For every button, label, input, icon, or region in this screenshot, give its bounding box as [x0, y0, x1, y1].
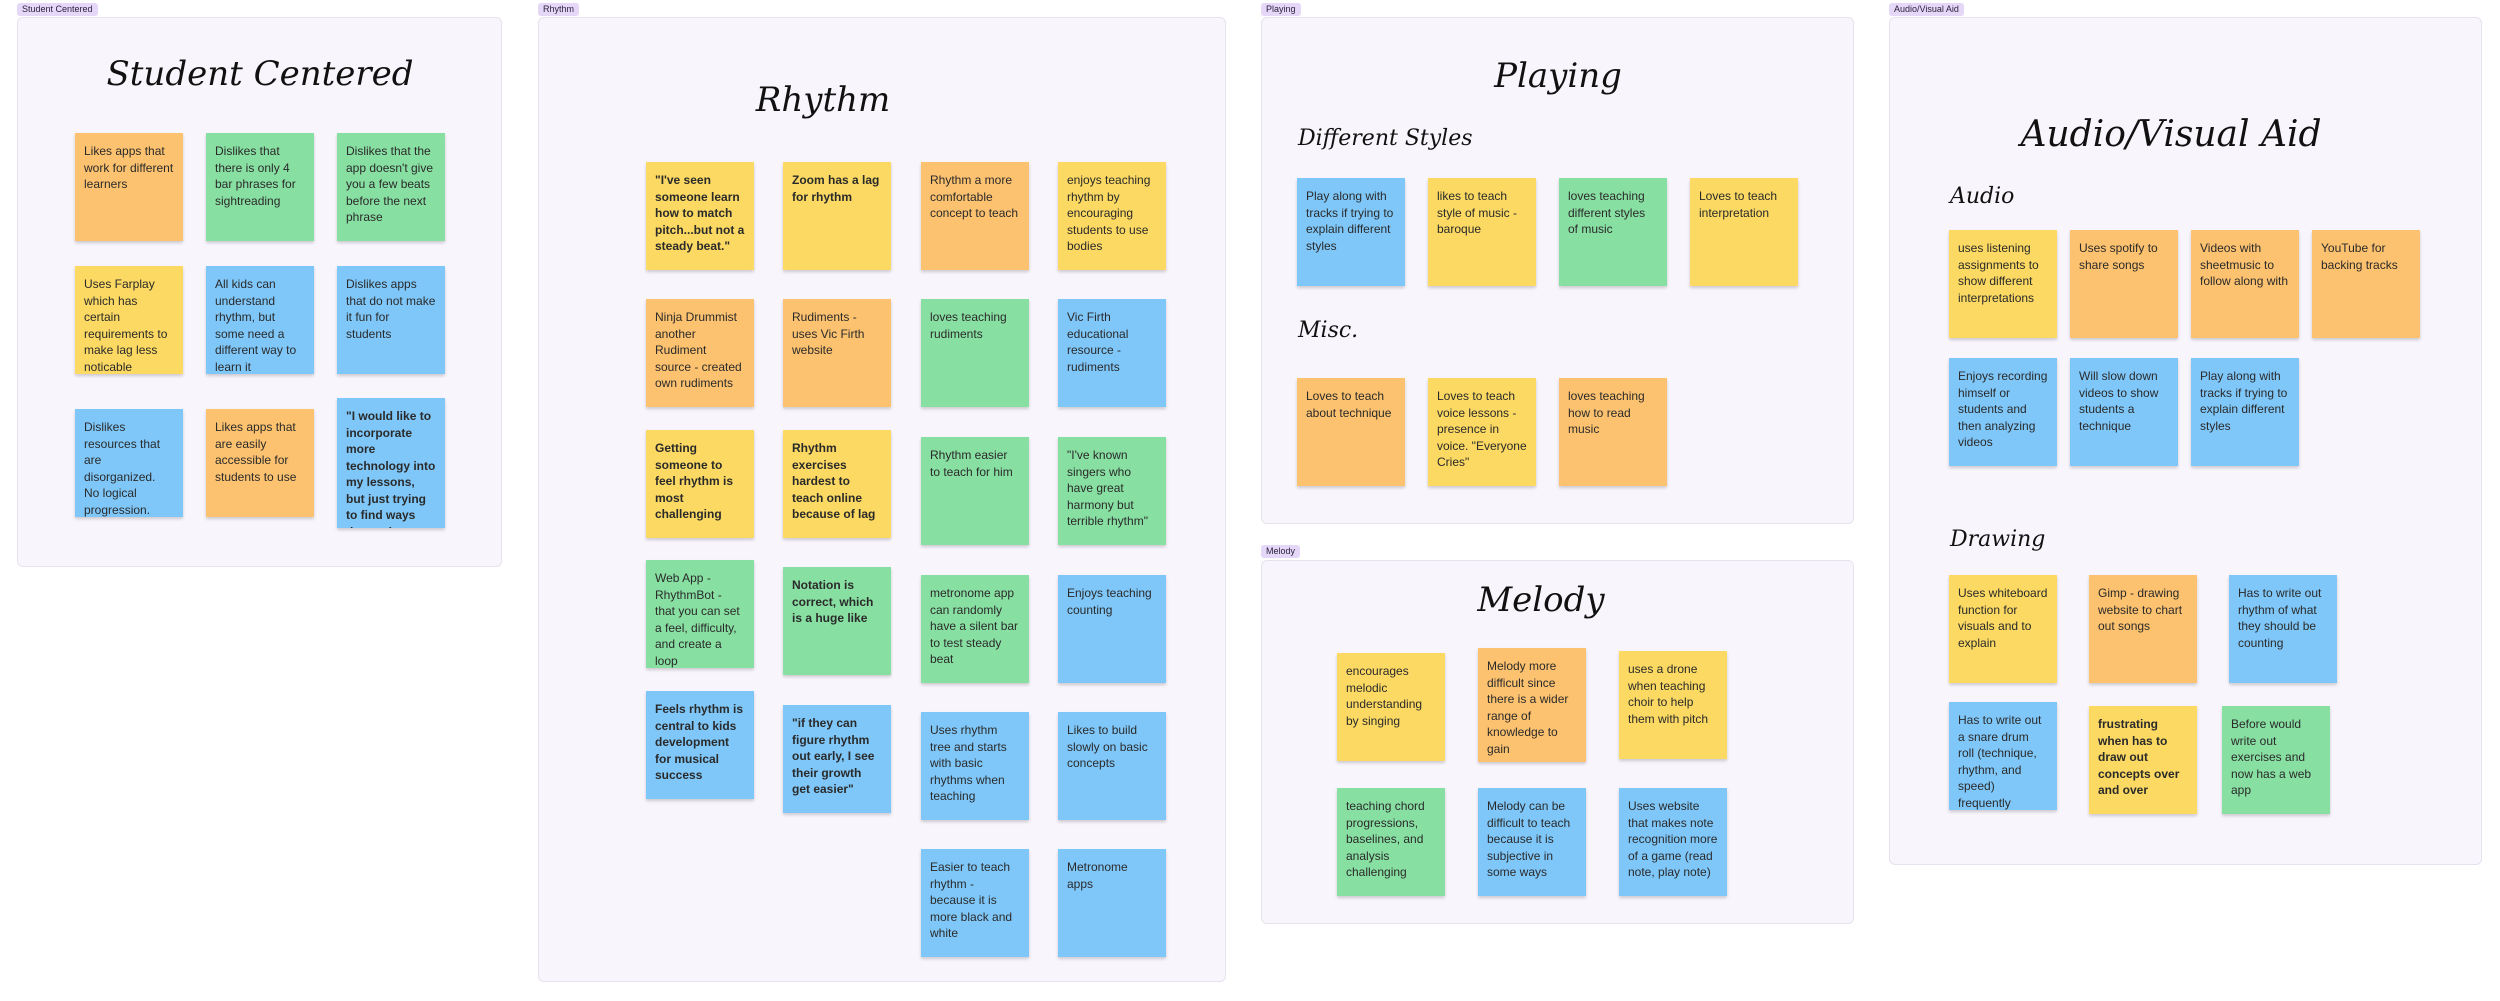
different-styles-label: Different Styles — [1298, 126, 1473, 151]
sticky-note[interactable]: Likes to build slowly on basic concepts — [1058, 712, 1166, 820]
sticky-note[interactable]: Web App - RhythmBot - that you can set a… — [646, 560, 754, 668]
frame-tag-playing[interactable]: Playing — [1261, 3, 1301, 16]
frame-tag-melody[interactable]: Melody — [1261, 545, 1301, 558]
sticky-note[interactable]: All kids can understand rhythm, but some… — [206, 266, 314, 374]
sticky-note[interactable]: Rhythm exercises hardest to teach online… — [783, 430, 891, 538]
drawing-label: Drawing — [1950, 527, 2046, 552]
sticky-note[interactable]: teaching chord progressions, baselines, … — [1337, 788, 1445, 896]
sticky-note[interactable]: Notation is correct, which is a huge lik… — [783, 567, 891, 675]
sticky-note[interactable]: Rhythm a more comfortable concept to tea… — [921, 162, 1029, 270]
sticky-note[interactable]: Before would write out exercises and now… — [2222, 706, 2330, 814]
sticky-note[interactable]: Dislikes that the app doesn't give you a… — [337, 133, 445, 241]
sticky-note[interactable]: loves teaching rudiments — [921, 299, 1029, 407]
frame-tag-audio-visual[interactable]: Audio/Visual Aid — [1889, 3, 1964, 16]
sticky-note[interactable]: metronome app can randomly have a silent… — [921, 575, 1029, 683]
sticky-note[interactable]: Melody more difficult since there is a w… — [1478, 648, 1586, 762]
sticky-note[interactable]: Vic Firth educational resource - rudimen… — [1058, 299, 1166, 407]
sticky-note[interactable]: loves teaching different styles of music — [1559, 178, 1667, 286]
sticky-note[interactable]: encourages melodic understanding by sing… — [1337, 653, 1445, 761]
audio-label: Audio — [1950, 184, 2015, 209]
sticky-note[interactable]: Dislikes resources that are disorganized… — [75, 409, 183, 517]
sticky-note[interactable]: Uses whiteboard function for visuals and… — [1949, 575, 2057, 683]
sticky-note[interactable]: uses listening assignments to show diffe… — [1949, 230, 2057, 338]
sticky-note[interactable]: Loves to teach about technique — [1297, 378, 1405, 486]
sticky-note[interactable]: Ninja Drummist another Rudiment source -… — [646, 299, 754, 407]
sticky-note[interactable]: Uses website that makes note recognition… — [1619, 788, 1727, 896]
student-centered-title: Student Centered — [106, 54, 414, 94]
frame-tag-student-centered[interactable]: Student Centered — [17, 3, 98, 16]
sticky-note[interactable]: likes to teach style of music - baroque — [1428, 178, 1536, 286]
playing-title: Playing — [1494, 56, 1622, 96]
sticky-note[interactable]: Videos with sheetmusic to follow along w… — [2191, 230, 2299, 338]
sticky-note[interactable]: Melody can be difficult to teach because… — [1478, 788, 1586, 896]
sticky-note[interactable]: Enjoys teaching counting — [1058, 575, 1166, 683]
sticky-note[interactable]: YouTube for backing tracks — [2312, 230, 2420, 338]
sticky-note[interactable]: "I've known singers who have great harmo… — [1058, 437, 1166, 545]
sticky-note[interactable]: Play along with tracks if trying to expl… — [1297, 178, 1405, 286]
sticky-note[interactable]: Dislikes that there is only 4 bar phrase… — [206, 133, 314, 241]
audio-visual-title: Audio/Visual Aid — [2020, 114, 2322, 155]
rhythm-title: Rhythm — [755, 80, 891, 120]
sticky-note[interactable]: Easier to teach rhythm - because it is m… — [921, 849, 1029, 957]
sticky-note[interactable]: Likes apps that work for different learn… — [75, 133, 183, 241]
sticky-note[interactable]: Has to write out a snare drum roll (tech… — [1949, 702, 2057, 810]
sticky-note[interactable]: "if they can figure rhythm out early, I … — [783, 705, 891, 813]
sticky-note[interactable]: "I've seen someone learn how to match pi… — [646, 162, 754, 270]
sticky-note[interactable]: Getting someone to feel rhythm is most c… — [646, 430, 754, 538]
sticky-note[interactable]: Will slow down videos to show students a… — [2070, 358, 2178, 466]
sticky-note[interactable]: Has to write out rhythm of what they sho… — [2229, 575, 2337, 683]
sticky-note[interactable]: Dislikes apps that do not make it fun fo… — [337, 266, 445, 374]
sticky-note[interactable]: frustrating when has to draw out concept… — [2089, 706, 2197, 814]
frame-tag-rhythm[interactable]: Rhythm — [538, 3, 580, 16]
sticky-note[interactable]: Loves to teach interpretation — [1690, 178, 1798, 286]
sticky-note[interactable]: Metronome apps — [1058, 849, 1166, 957]
sticky-note[interactable]: Uses spotify to share songs — [2070, 230, 2178, 338]
sticky-note[interactable]: Likes apps that are easily accessible fo… — [206, 409, 314, 517]
sticky-note[interactable]: Rudiments - uses Vic Firth website — [783, 299, 891, 407]
sticky-note[interactable]: Uses Farplay which has certain requireme… — [75, 266, 183, 374]
sticky-note[interactable]: Uses rhythm tree and starts with basic r… — [921, 712, 1029, 820]
sticky-note[interactable]: uses a drone when teaching choir to help… — [1619, 651, 1727, 759]
sticky-note[interactable]: loves teaching how to read music — [1559, 378, 1667, 486]
sticky-note[interactable]: Rhythm easier to teach for him — [921, 437, 1029, 545]
sticky-note[interactable]: Feels rhythm is central to kids developm… — [646, 691, 754, 799]
misc-label: Misc. — [1298, 318, 1359, 343]
sticky-note[interactable]: Loves to teach voice lessons - presence … — [1428, 378, 1536, 486]
sticky-note[interactable]: "I would like to incorporate more techno… — [337, 398, 445, 528]
sticky-note[interactable]: Zoom has a lag for rhythm — [783, 162, 891, 270]
sticky-note[interactable]: Enjoys recording himself or students and… — [1949, 358, 2057, 466]
sticky-note[interactable]: Gimp - drawing website to chart out song… — [2089, 575, 2197, 683]
sticky-note[interactable]: Play along with tracks if trying to expl… — [2191, 358, 2299, 466]
melody-title: Melody — [1477, 580, 1605, 620]
sticky-note[interactable]: enjoys teaching rhythm by encouraging st… — [1058, 162, 1166, 270]
